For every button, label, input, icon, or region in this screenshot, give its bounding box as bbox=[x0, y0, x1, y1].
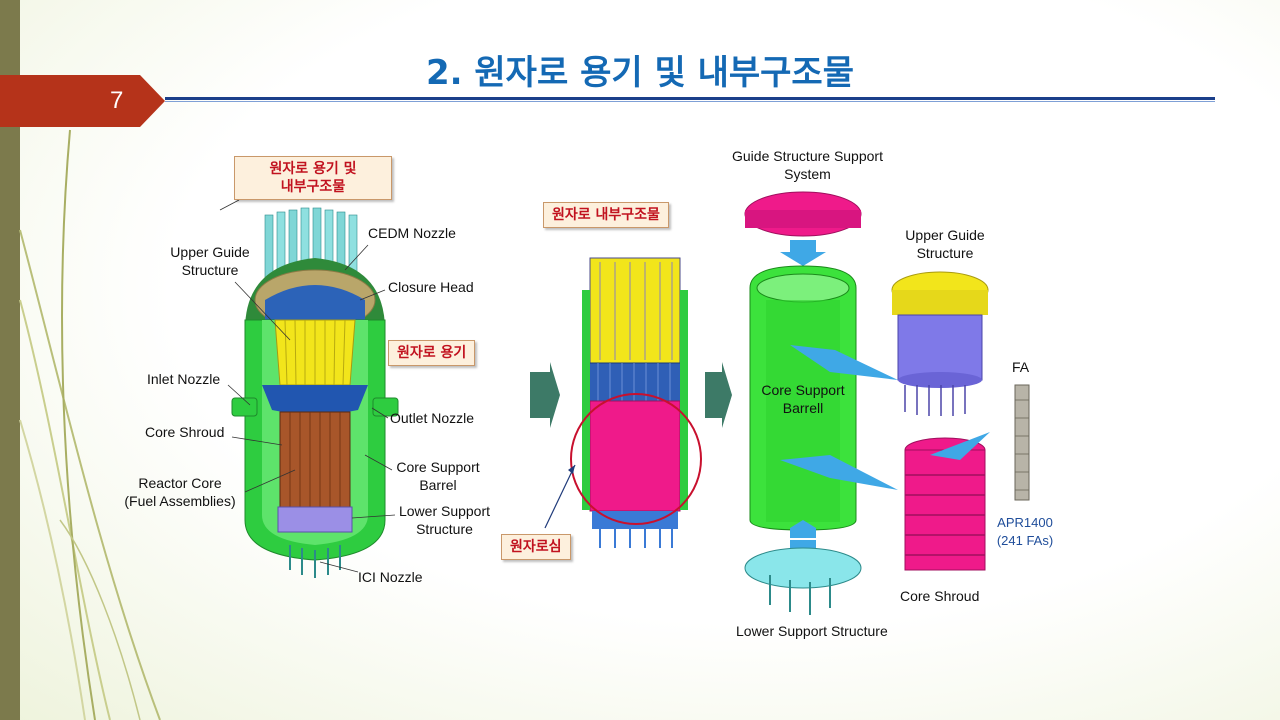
label-ici-nozzle: ICI Nozzle bbox=[358, 569, 423, 585]
label-lower-support-left: Lower Support Structure bbox=[398, 503, 491, 537]
label-guide-support-system: Guide Structure Support System bbox=[732, 148, 883, 182]
arrow-right-2 bbox=[705, 362, 732, 428]
title-rule bbox=[165, 97, 1215, 100]
label-box-core: 원자로심 bbox=[501, 534, 571, 560]
label-core-shroud-left: Core Shroud bbox=[145, 424, 225, 440]
reactor-internals-assembly bbox=[544, 257, 702, 548]
exploded-internals bbox=[744, 191, 1030, 615]
title-rule-thin bbox=[165, 101, 1215, 102]
slide-number-arrow bbox=[0, 75, 165, 127]
arrow-right-1 bbox=[530, 362, 560, 428]
label-outlet-nozzle: Outlet Nozzle bbox=[390, 410, 475, 426]
label-inlet-nozzle: Inlet Nozzle bbox=[147, 371, 221, 387]
reactor-vessel-cutaway bbox=[231, 207, 399, 578]
decorative-curves bbox=[19, 129, 161, 720]
label-fa: FA bbox=[1012, 359, 1030, 375]
label-core-support-barrell: Core Support Barrell bbox=[761, 382, 845, 416]
label-upper-guide-right: Upper Guide Structure bbox=[905, 227, 985, 261]
label-core-support-barrel-left: Core Support Barrel bbox=[396, 459, 480, 493]
label-lower-support-right: Lower Support Structure bbox=[736, 623, 888, 639]
left-accent-bar bbox=[0, 0, 20, 720]
label-closure-head: Closure Head bbox=[388, 279, 474, 295]
label-box-vessel: 원자로 용기 bbox=[388, 340, 476, 366]
label-reactor-core: Reactor Core (Fuel Assemblies) bbox=[124, 475, 236, 509]
label-upper-guide-left: Upper Guide Structure bbox=[170, 244, 250, 278]
label-apr1400: APR1400 (241 FAs) bbox=[996, 515, 1054, 548]
label-box-vessel-internals: 원자로 용기 및 내부구조물 bbox=[234, 156, 392, 200]
slide-title: 2. 원자로 용기 및 내부구조물 bbox=[425, 53, 854, 93]
label-core-shroud-right: Core Shroud bbox=[900, 588, 980, 604]
label-box-internals: 원자로 내부구조물 bbox=[543, 202, 669, 228]
label-cedm-nozzle: CEDM Nozzle bbox=[368, 225, 456, 241]
